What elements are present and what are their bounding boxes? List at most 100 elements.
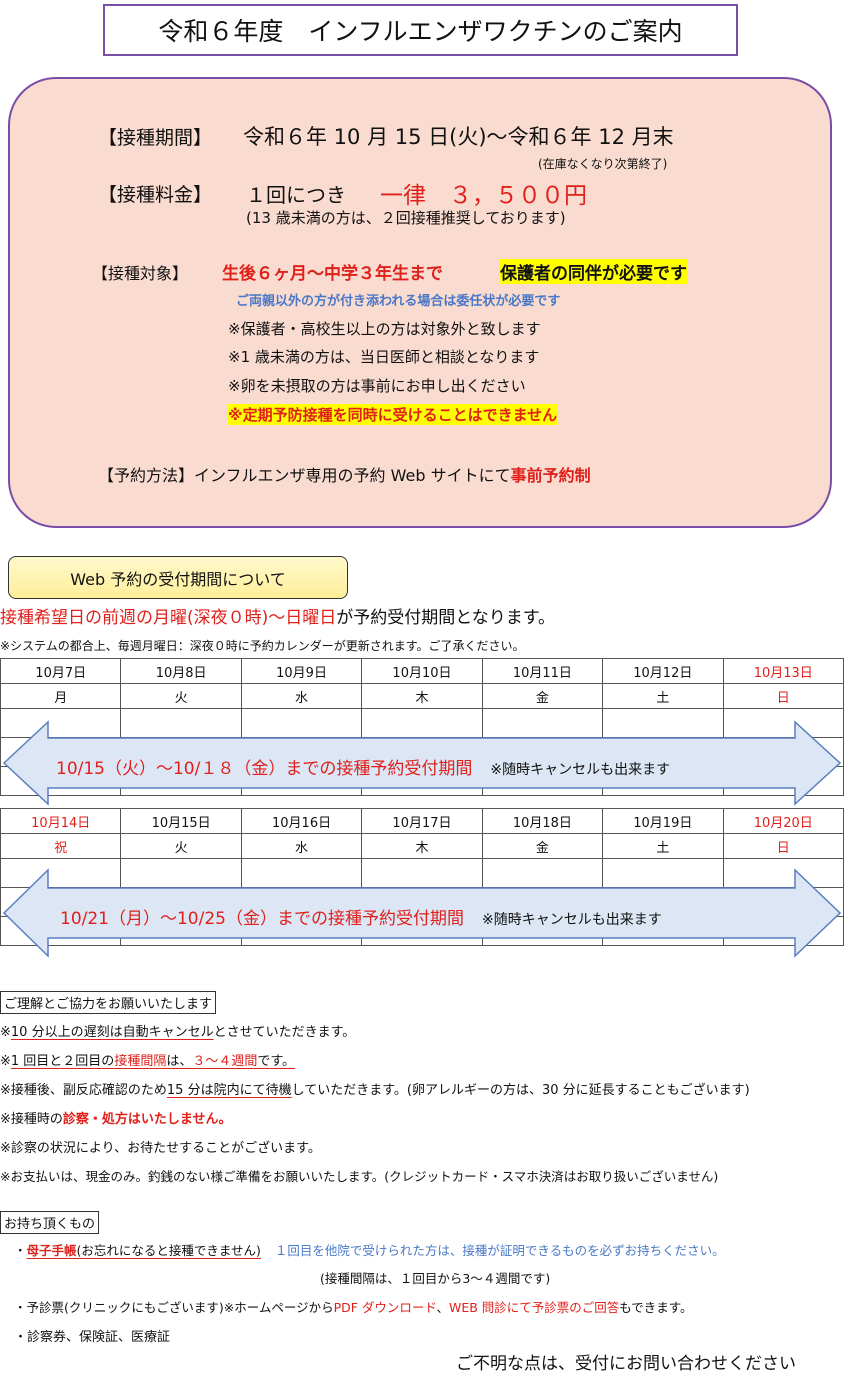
reserve-method: 【予約方法】インフルエンザ専用の予約 Web サイトにて事前予約制 [98, 462, 591, 486]
bring-1-b: 母子手帳 [26, 1243, 77, 1258]
note-3-a: ※接種後、副反応確認のため [0, 1083, 167, 1098]
week2-day: 土 [602, 833, 724, 859]
bring-1-c: (お忘れになると接種できません) [76, 1243, 261, 1258]
fee-note: (13 歳未満の方は、２回接種推奨しております) [246, 209, 566, 227]
fee-value: 一律 ３，５００円 [380, 183, 587, 209]
bring-2-c: 、 [436, 1300, 449, 1315]
note-3-c: していただきます。(卵アレルギーの方は、30 分に延長することもございます) [291, 1083, 750, 1098]
note-2-f: です。 [257, 1054, 296, 1069]
week1-date: 10月7日 [0, 658, 122, 684]
note-3-b: 15 分は院内にて待機 [166, 1083, 292, 1098]
fee-label: 【接種料金】 [98, 184, 213, 206]
week2-day: 水 [240, 833, 363, 859]
week2-date: 10月18日 [481, 808, 604, 834]
note-4-b: 診察・処方はいたしません。 [62, 1112, 232, 1127]
period-label: 【接種期間】 [98, 127, 213, 149]
week2-date: 10月17日 [361, 808, 483, 834]
note-4-a: ※接種時の [0, 1112, 63, 1127]
target-proxy: ご両親以外の方が付き添われる場合は委任状が必要です [236, 294, 561, 309]
week1-day: 金 [481, 683, 604, 709]
cell [0, 858, 122, 888]
notes-heading: ご理解とご協力をお願いいたします [0, 991, 217, 1014]
week1-arrow-shape [2, 720, 842, 806]
notes-heading-text: ご理解とご協力をお願いいたします [0, 991, 217, 1014]
target-guardian: 保護者の同伴が必要です [500, 259, 687, 284]
week1-date: 10月10日 [361, 658, 483, 684]
week1-arrow-label: 10/15（火）～10/１８（金）までの接種予約受付期間 ※随時キャンセルも出来… [56, 754, 670, 779]
week1-date: 10月11日 [481, 658, 604, 684]
week1-day: 水 [240, 683, 363, 709]
target-note-3: ※卵を未摂取の方は事前にお申し出ください [228, 377, 526, 395]
week2-date: 10月19日 [602, 808, 724, 834]
week2-arrow-note: ※随時キャンセルも出来ます [481, 912, 662, 928]
week2-day: 日 [722, 833, 845, 859]
note-5: ※診察の状況により、お待たせすることがございます。 [0, 1141, 321, 1156]
web-reservation-heading: Web 予約の受付期間について [8, 556, 348, 599]
target-highlight: ※定期予防接種を同時に受けることはできません [228, 404, 558, 425]
note-1-b: 10 分以上の遅刻は自動キャンセル [10, 1025, 214, 1040]
target-note-1: ※保護者・高校生以上の方は対象外と致します [228, 320, 541, 338]
info-panel: 【接種期間】 令和６年 10 月 15 日(火)～令和６年 12 月末 (在庫な… [8, 77, 832, 528]
bring-1-a: ・ [14, 1243, 27, 1258]
note-3: ※接種後、副反応確認のため15 分は院内にて待機していただきます。(卵アレルギー… [0, 1079, 750, 1098]
web-sub-note: ※システムの都合上、毎週月曜日：深夜０時に予約カレンダーが更新されます。ご了承く… [0, 639, 525, 653]
footer-contact: ご不明な点は、受付にお問い合わせください [456, 1354, 796, 1374]
note-1-a: ※ [0, 1025, 11, 1040]
week1-day-row: 月 火 水 木 金 土 日 [0, 683, 845, 709]
week2-date: 10月14日 [0, 808, 122, 834]
bring-2-d: WEB 問診にて予診票のご回答 [448, 1300, 620, 1315]
web-lead-black: が予約受付期間となります。 [336, 608, 556, 628]
bring-item-1: ・母子手帳(お忘れになると接種できません) １回目を他院で受けられた方は、接種が証… [14, 1240, 725, 1259]
target-note-2: ※1 歳未満の方は、当日医師と相談となります [228, 348, 540, 366]
period-note: (在庫なくなり次第終了) [538, 157, 668, 171]
week2-date: 10月15日 [120, 808, 242, 834]
target-value: 生後６ヶ月～中学３年生まで [222, 264, 443, 284]
reserve-emph: 事前予約制 [510, 466, 591, 485]
cell [0, 708, 122, 738]
week2-day: 祝 [0, 833, 122, 859]
bring-heading: お持ち頂くもの [0, 1211, 100, 1234]
page-title-text: 令和６年度 インフルエンザワクチンのご案内 [158, 17, 683, 46]
week1-day: 土 [602, 683, 724, 709]
bring-heading-text: お持ち頂くもの [0, 1211, 100, 1234]
note-4: ※接種時の診察・処方はいたしません。 [0, 1108, 232, 1127]
bring-1-d: １回目を他院で受けられた方は、接種が証明できるものを必ずお持ちください。 [274, 1243, 725, 1258]
page-title: 令和６年度 インフルエンザワクチンのご案内 [103, 4, 738, 56]
week1-day: 火 [120, 683, 242, 709]
web-lead-red: 接種希望日の前週の月曜(深夜０時)～日曜日 [0, 608, 337, 628]
week1-arrow-note: ※随時キャンセルも出来ます [490, 762, 671, 778]
week2-date: 10月20日 [722, 808, 845, 834]
note-2-a: ※ [0, 1054, 11, 1069]
week2-arrow-shape [2, 868, 842, 958]
note-2-d: は、 [166, 1054, 193, 1069]
reserve-prefix: 【予約方法】インフルエンザ専用の予約 Web サイトにて [98, 466, 511, 485]
week1-date: 10月13日 [722, 658, 845, 684]
bring-2-e: もできます。 [619, 1300, 693, 1315]
note-6: ※お支払いは、現金のみ。釣銭のない様ご準備をお願いいたします。(クレジットカード… [0, 1169, 719, 1184]
note-2-b: 1 回目と２回目の [10, 1054, 115, 1069]
note-1-c: とさせていただきます。 [213, 1025, 356, 1040]
week1-day: 日 [722, 683, 845, 709]
week1-blank-row [0, 708, 845, 738]
web-lead: 接種希望日の前週の月曜(深夜０時)～日曜日が予約受付期間となります。 [0, 603, 555, 628]
bring-2-b: PDF ダウンロード [333, 1300, 437, 1315]
note-2: ※1 回目と２回目の接種間隔は、３～４週間です。 [0, 1050, 295, 1069]
note-2-e: ３～４週間 [192, 1054, 258, 1069]
bring-item-3: ・診察券、保険証、医療証 [14, 1330, 171, 1345]
week1-arrow-main: 10/15（火）～10/１８（金）までの接種予約受付期間 [56, 759, 473, 779]
week2-day: 木 [361, 833, 483, 859]
week1-date: 10月12日 [602, 658, 724, 684]
cell [120, 858, 242, 888]
week1-date-row: 10月7日 10月8日 10月9日 10月10日 10月11日 10月12日 1… [0, 658, 845, 684]
week2-date-row: 10月14日 10月15日 10月16日 10月17日 10月18日 10月19… [0, 808, 845, 834]
fee-prefix: １回につき [246, 183, 346, 207]
cell [240, 858, 363, 888]
note-1: ※10 分以上の遅刻は自動キャンセルとさせていただきます。 [0, 1021, 355, 1040]
cell [722, 858, 845, 888]
bring-item-2: ・予診票(クリニックにもございます)※ホームページからPDF ダウンロード、WE… [14, 1297, 693, 1316]
bring-item-1-interval: (接種間隔は、１回目から3～４週間です) [320, 1271, 551, 1286]
bring-2-a: ・予診票(クリニックにもございます)※ホームページから [14, 1300, 334, 1315]
week2-arrow-main: 10/21（月）～10/25（金）までの接種予約受付期間 [60, 909, 464, 929]
week2-day: 火 [120, 833, 242, 859]
web-box-label: Web 予約の受付期間について [70, 569, 286, 589]
